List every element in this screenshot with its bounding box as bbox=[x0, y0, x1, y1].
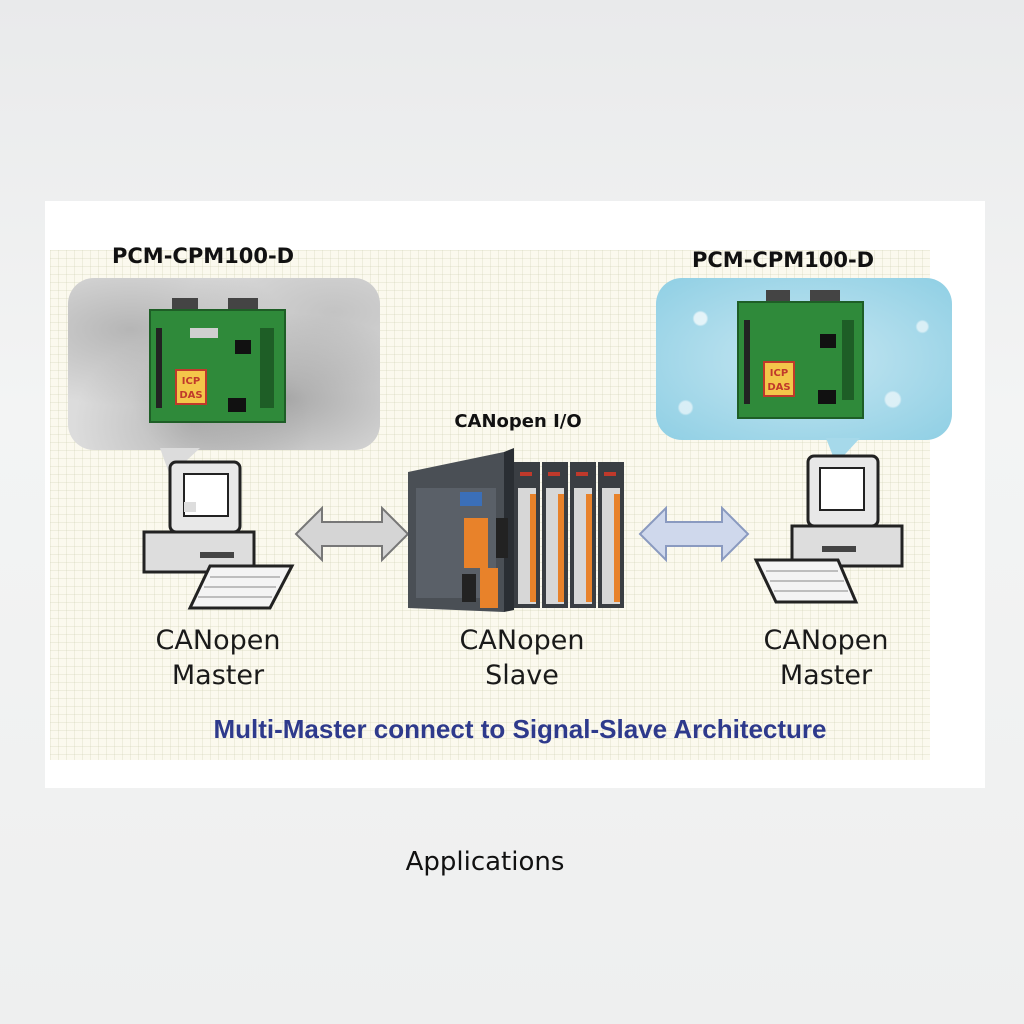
left-board-label: PCM-CPM100-D bbox=[112, 244, 295, 268]
slave-top-label: CANopen I/O bbox=[454, 411, 582, 432]
left-pcb-logo-line2: DAS bbox=[179, 390, 202, 401]
right-master-label: CANopen Master bbox=[736, 623, 916, 693]
right-pcb-card-image: ICP DAS bbox=[737, 290, 864, 419]
left-master-line1: CANopen bbox=[155, 625, 281, 656]
right-computer-icon bbox=[753, 454, 904, 604]
right-pcb-logo-line1: ICP bbox=[770, 368, 788, 379]
right-pcb-logo-line2: DAS bbox=[767, 382, 790, 393]
slave-label: CANopen Slave bbox=[432, 623, 612, 693]
diagram-caption: Multi-Master connect to Signal-Slave Arc… bbox=[213, 714, 827, 744]
canopen-io-device-image bbox=[408, 448, 624, 612]
page-footer-title: Applications bbox=[405, 847, 565, 877]
right-board-label: PCM-CPM100-D bbox=[692, 248, 875, 272]
right-master-line2: Master bbox=[779, 660, 873, 691]
left-pcb-card-image: ICP DAS bbox=[149, 298, 286, 423]
right-master-line1: CANopen bbox=[763, 625, 889, 656]
left-double-arrow-icon bbox=[294, 505, 410, 563]
right-double-arrow-icon bbox=[638, 505, 750, 563]
left-computer-icon bbox=[142, 460, 295, 610]
slave-line1: CANopen bbox=[459, 625, 585, 656]
slave-line2: Slave bbox=[485, 660, 559, 691]
left-master-label: CANopen Master bbox=[128, 623, 308, 693]
left-pcb-logo-line1: ICP bbox=[182, 376, 200, 387]
left-master-line2: Master bbox=[171, 660, 265, 691]
